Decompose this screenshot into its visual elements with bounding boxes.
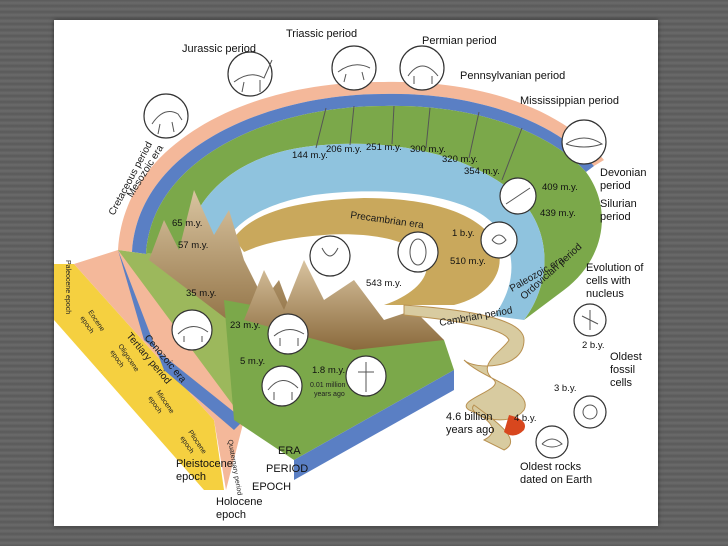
holocene-label-1: Holocene <box>216 496 262 508</box>
hadean-lava <box>504 415 525 436</box>
age-251: 251 m.y. <box>366 142 402 153</box>
dimetrodon-icon <box>399 45 445 91</box>
fossil-sketches <box>151 59 604 448</box>
legend-epoch: EPOCH <box>252 481 291 493</box>
sauropod-icon <box>227 51 273 97</box>
age-510: 510 m.y. <box>450 256 486 267</box>
age-354: 354 m.y. <box>464 166 500 177</box>
legend-era: ERA <box>278 445 301 457</box>
legend-period: PERIOD <box>266 463 308 475</box>
age-3by: 3 b.y. <box>554 383 577 394</box>
precambrian-land <box>234 198 500 305</box>
age-300: 300 m.y. <box>410 144 446 155</box>
fossil-note-3: cells <box>610 377 633 389</box>
age-23: 23 m.y. <box>230 320 260 331</box>
age-144: 144 m.y. <box>292 150 328 161</box>
age-409: 409 m.y. <box>542 182 578 193</box>
inner-water-ring <box>184 143 545 320</box>
front-epoch-band <box>54 264 224 490</box>
age-320: 320 m.y. <box>442 154 478 165</box>
diagram-card: Jurassic period Triassic period Permian … <box>54 20 658 526</box>
silurian-label-1: Silurian <box>600 198 637 210</box>
ramp-side <box>294 370 454 480</box>
dinosaur-icon <box>143 93 189 139</box>
triassic-label: Triassic period <box>286 28 357 40</box>
devonian-fish-icon <box>561 119 607 165</box>
age-0-01-2: years ago <box>314 391 345 398</box>
land-ring <box>146 105 602 320</box>
age-543: 543 m.y. <box>366 278 402 289</box>
silurian-label-2: period <box>600 211 631 223</box>
age-206: 206 m.y. <box>326 144 362 155</box>
paleocene-label: Paleocene epoch <box>64 260 71 314</box>
nucleus-note-1: Evolution of <box>586 262 644 274</box>
age-1-8: 1.8 m.y. <box>312 365 345 376</box>
age-5: 5 m.y. <box>240 356 265 367</box>
rocks-note-2: dated on Earth <box>520 474 592 486</box>
pennsylvanian-label: Pennsylvanian period <box>460 70 565 82</box>
mississippian-label: Mississippian period <box>520 95 619 107</box>
front-period-band <box>74 250 244 490</box>
age-35: 35 m.y. <box>186 288 216 299</box>
age-1by: 1 b.y. <box>452 228 475 239</box>
geologic-time-spiral: Jurassic period Triassic period Permian … <box>54 28 646 521</box>
nucleus-note-3: nucleus <box>586 288 624 300</box>
age-57: 57 m.y. <box>178 240 208 251</box>
horse-icon <box>267 313 309 355</box>
jurassic-label: Jurassic period <box>182 43 256 55</box>
age-65: 65 m.y. <box>172 218 202 229</box>
holocene-label-2: epoch <box>216 509 246 521</box>
age-0-01-1: 0.01 million <box>310 382 346 389</box>
fossil-cell-icon <box>573 395 607 429</box>
inner-spiral-ribbon <box>403 304 526 451</box>
age-2by: 2 b.y. <box>582 340 605 351</box>
nautiloid-icon <box>480 221 518 259</box>
age-4-6-2: years ago <box>446 424 494 436</box>
cambrian-trilobite-icon <box>397 231 439 273</box>
pleistocene-label-1: Pleistocene <box>176 458 233 470</box>
devonian-label-1: Devonian <box>600 167 646 179</box>
rocks-note-1: Oldest rocks <box>520 461 582 473</box>
age-4-6-1: 4.6 billion <box>446 411 492 423</box>
age-4by: 4 b.y. <box>514 413 537 424</box>
boundary-ticks <box>315 105 523 181</box>
fossil-note-2: fossil <box>610 364 635 376</box>
permian-label: Permian period <box>422 35 497 47</box>
pleistocene-label-2: epoch <box>176 471 206 483</box>
triassic-reptile-icon <box>331 45 377 91</box>
oldest-rock-icon <box>535 425 569 459</box>
age-439: 439 m.y. <box>540 208 576 219</box>
devonian-label-2: period <box>600 180 631 192</box>
fossil-note-1: Oldest <box>610 351 642 363</box>
nucleus-note-2: cells with <box>586 275 631 287</box>
front-era-band <box>118 250 244 430</box>
